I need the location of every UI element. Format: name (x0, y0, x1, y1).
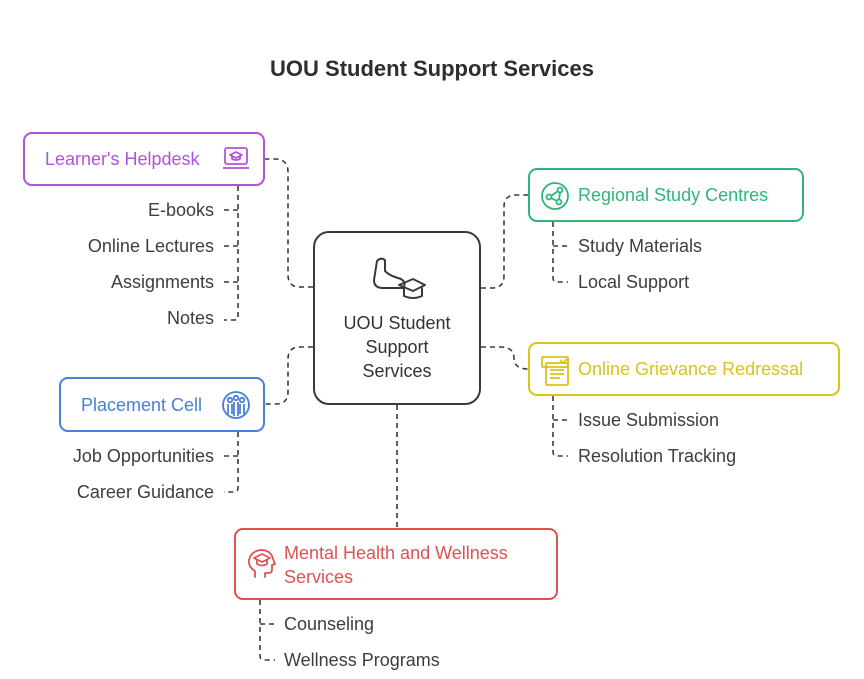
head-graduation-icon (247, 549, 276, 578)
wellness-item: Counseling (284, 614, 375, 634)
regional-label: Regional Study Centres (578, 185, 769, 205)
center-line-1: UOU Student (343, 313, 451, 333)
grievance-node: Online Grievance Redressal (528, 342, 840, 396)
wellness-label: Mental Health and Wellness Services (284, 541, 508, 589)
people-group-icon (222, 391, 250, 419)
connector-wellness-items (259, 600, 275, 661)
placement-label: Placement Cell (81, 395, 203, 415)
document-form-icon (541, 356, 569, 386)
helpdesk-item: Assignments (110, 272, 214, 292)
connector-grievance-items (552, 396, 568, 457)
regional-item: Study Materials (578, 236, 703, 256)
connector-grievance (481, 346, 529, 370)
regional-node: Regional Study Centres (528, 168, 804, 222)
helpdesk-node: Learner's Helpdesk (23, 132, 265, 186)
connector-helpdesk-items (224, 186, 239, 321)
wellness-label-line-1: Mental Health and Wellness (284, 543, 508, 563)
student-arm-graduation-cap-icon (373, 257, 426, 299)
diagram-title: UOU Student Support Services (270, 56, 594, 81)
wellness-label-line-2: Services (284, 567, 354, 587)
grievance-item: Issue Submission (578, 410, 720, 430)
center-line-3: Services (362, 361, 432, 381)
helpdesk-item: E-books (147, 200, 214, 220)
connector-regional (481, 194, 528, 289)
placement-item: Career Guidance (76, 482, 214, 502)
helpdesk-label: Learner's Helpdesk (45, 149, 200, 169)
center-label: UOU Student Support Services (315, 311, 479, 383)
helpdesk-item: Online Lectures (87, 236, 214, 256)
network-nodes-icon (541, 182, 569, 210)
connector-placement (265, 346, 313, 405)
wellness-node: Mental Health and Wellness Services (234, 528, 558, 600)
regional-item: Local Support (578, 272, 690, 292)
connector-placement-items (224, 432, 239, 493)
wellness-item: Wellness Programs (284, 650, 440, 670)
grievance-item: Resolution Tracking (578, 446, 737, 466)
grievance-label: Online Grievance Redressal (578, 359, 804, 379)
placement-item: Job Opportunities (72, 446, 214, 466)
connector-regional-items (552, 222, 568, 283)
connector-helpdesk (265, 158, 313, 288)
placement-node: Placement Cell (59, 377, 265, 432)
center-line-2: Support (365, 337, 429, 357)
center-node: UOU Student Support Services (313, 231, 481, 405)
laptop-graduation-icon (223, 147, 249, 169)
helpdesk-item: Notes (166, 308, 214, 328)
